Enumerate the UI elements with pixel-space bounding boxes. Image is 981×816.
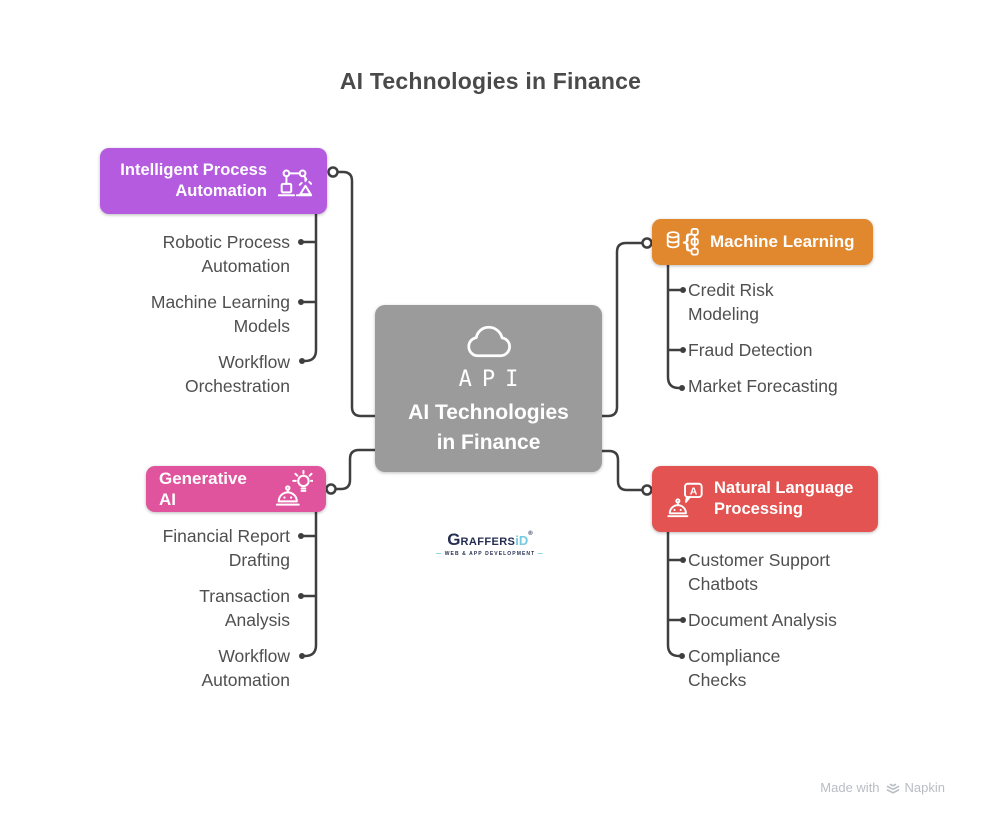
port-ml	[641, 237, 653, 249]
sub-item-financial-report-drafting: Financial Report Drafting	[162, 526, 290, 570]
branch-node-generative-ai: Generative AI	[146, 466, 326, 512]
data-pipeline-icon: {	[666, 228, 699, 256]
wire-center-to-ml	[600, 241, 644, 418]
port-nlp	[641, 484, 653, 496]
napkin-watermark: Made with Napkin	[820, 780, 945, 795]
center-node-label: AI Technologies in Finance	[408, 401, 569, 454]
graffersid-wordmark: GRAFFERSiD®	[447, 530, 533, 549]
sub-item-customer-support-chatbots: Customer Support Chatbots	[688, 550, 831, 594]
branch-node-natural-language-processing: A Natural Language Processing	[652, 466, 878, 532]
svg-text:A: A	[690, 487, 698, 498]
napkin-name: Napkin	[904, 780, 945, 795]
wire-nlp-list	[666, 530, 682, 658]
wire-ipa-to-center	[336, 170, 377, 418]
wire-gen-list	[302, 509, 318, 658]
robot-chat-icon: A	[667, 482, 703, 518]
api-label: API	[458, 367, 529, 393]
sub-item-fraud-detection: Fraud Detection	[688, 340, 813, 360]
wire-ml-list	[666, 262, 682, 390]
port-ipa	[327, 166, 339, 178]
napkin-prefix: Made with	[820, 780, 880, 795]
page-title: AI Technologies in Finance	[339, 68, 642, 94]
branch-node-machine-learning: { Machine Learning	[652, 219, 873, 265]
branch-node-label: Machine Learning	[710, 232, 855, 252]
branch-node-label: Generative AI	[159, 468, 247, 509]
robot-arm-icon	[277, 169, 313, 197]
napkin-icon	[886, 783, 899, 794]
wire-center-to-nlp	[600, 449, 644, 492]
graffersid-logo: GRAFFERSiD® — WEB & APP DEVELOPMENT —	[420, 531, 560, 557]
wire-gen-to-center	[334, 448, 377, 491]
sub-item-market-forecasting: Market Forecasting	[688, 376, 838, 396]
center-node: API AI Technologies in Finance	[375, 305, 602, 472]
sub-item-workflow-automation: Workflow Automation	[201, 646, 290, 690]
sub-item-machine-learning-models: Machine Learning Models	[150, 292, 290, 336]
branch-node-intelligent-process-automation: Intelligent Process Automation	[100, 148, 327, 214]
sub-item-robotic-process-automation: Robotic Process Automation	[162, 232, 290, 276]
wire-ipa-list	[302, 212, 318, 363]
port-gen	[325, 483, 337, 495]
graffersid-tagline: — WEB & APP DEVELOPMENT —	[436, 551, 544, 557]
cloud-icon	[466, 326, 511, 358]
sub-item-credit-risk-modeling: Credit Risk Modeling	[688, 280, 774, 324]
sub-item-transaction-analysis: Transaction Analysis	[199, 586, 290, 630]
sub-item-workflow-orchestration: Workflow Orchestration	[184, 352, 290, 396]
sub-item-compliance-checks: Compliance Checks	[688, 646, 781, 690]
branch-node-label: Natural Language Processing	[714, 479, 854, 518]
svg-text:{: {	[681, 230, 693, 253]
branch-node-label: Intelligent Process Automation	[120, 161, 267, 200]
sub-item-document-analysis: Document Analysis	[688, 610, 837, 630]
robot-idea-icon	[275, 470, 313, 506]
